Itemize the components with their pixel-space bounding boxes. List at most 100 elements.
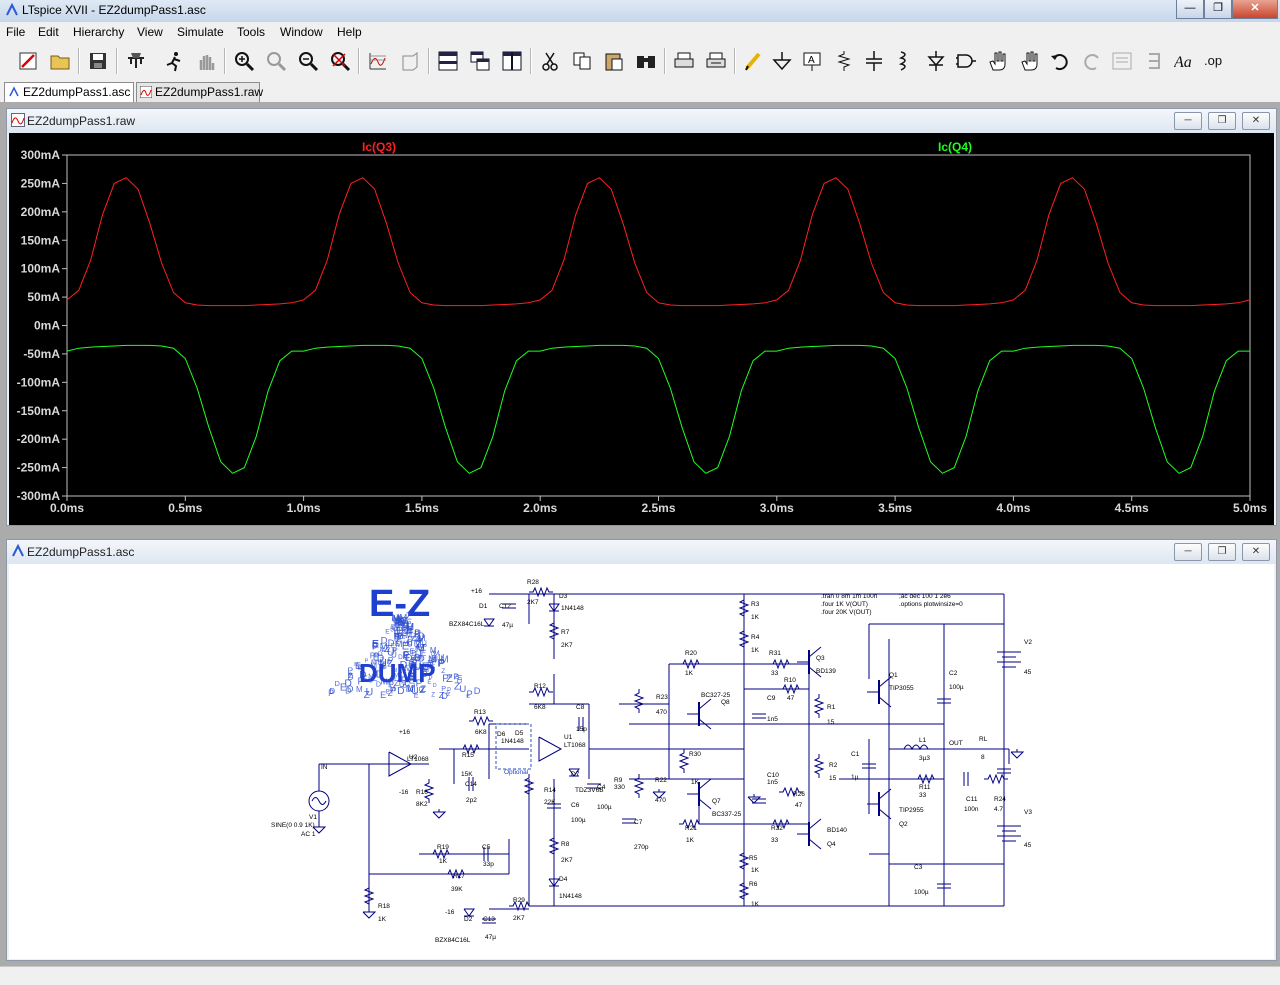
component-label: 8K2 — [416, 801, 428, 808]
undo-icon[interactable] — [1046, 46, 1074, 76]
menu-simulate[interactable]: Simulate — [177, 25, 224, 39]
pan-icon[interactable] — [262, 46, 290, 76]
menu-file[interactable]: File — [6, 25, 26, 39]
menu-edit[interactable]: Edit — [38, 25, 59, 39]
component-label: +16 — [471, 588, 482, 595]
logo-glyph: P — [467, 689, 473, 699]
logo-glyph: Z — [413, 633, 417, 639]
logo-glyph: U — [387, 647, 395, 658]
text-icon[interactable]: Aa — [1172, 46, 1200, 76]
component-label: 1N4148 — [559, 893, 582, 900]
control-panel-icon[interactable] — [122, 46, 150, 76]
component-label: 45 — [1024, 842, 1032, 849]
new-schematic-icon[interactable] — [14, 46, 42, 76]
diode-icon[interactable] — [922, 46, 950, 76]
logo-glyph: E — [409, 676, 416, 687]
drag-icon[interactable] — [1016, 46, 1044, 76]
wire — [548, 619, 560, 643]
logo-glyph: P — [401, 675, 408, 686]
print-icon[interactable] — [670, 46, 698, 76]
logo-glyph: U — [368, 677, 373, 685]
move-icon[interactable] — [984, 46, 1012, 76]
logo-glyph: D — [418, 654, 425, 665]
wire — [463, 908, 475, 917]
halt-icon[interactable] — [192, 46, 220, 76]
component-icon[interactable] — [952, 46, 980, 76]
logo-glyph: Z — [441, 668, 445, 675]
print-setup-icon[interactable] — [702, 46, 730, 76]
component-label: 470 — [655, 797, 666, 804]
redo-icon[interactable] — [1078, 46, 1106, 76]
rotate-icon[interactable] — [1108, 46, 1136, 76]
menu-window[interactable]: Window — [280, 25, 323, 39]
y-tick-label: -50mA — [23, 347, 60, 361]
zoom-out-icon[interactable] — [294, 46, 322, 76]
cascade-icon[interactable] — [466, 46, 494, 76]
spice-directive: .options plotwinsize=0 — [899, 601, 963, 608]
logo-glyph: Z — [406, 611, 412, 622]
wire — [808, 818, 822, 830]
inductor-icon[interactable] — [890, 46, 918, 76]
logo-glyph: Z — [421, 684, 427, 694]
resistor-icon[interactable] — [830, 46, 858, 76]
menu-view[interactable]: View — [137, 25, 163, 39]
logo-glyph: P — [370, 650, 376, 660]
restore-button[interactable]: ❐ — [1208, 112, 1236, 130]
wire — [548, 603, 560, 612]
component-label: L1 — [919, 737, 927, 744]
tab-label: EZ2dumpPass1.raw — [155, 85, 264, 99]
tile-vertical-icon[interactable] — [498, 46, 526, 76]
close-button[interactable]: ✕ — [1242, 543, 1270, 561]
cut-icon[interactable] — [536, 46, 564, 76]
component-label: TIP3055 — [889, 685, 914, 692]
capacitor-icon[interactable] — [860, 46, 888, 76]
autorange-icon[interactable] — [364, 46, 392, 76]
logo-glyph: P — [409, 659, 415, 669]
open-icon[interactable] — [46, 46, 74, 76]
menu-hierarchy[interactable]: Hierarchy — [73, 25, 125, 39]
logo-glyph: E — [340, 682, 347, 693]
logo-glyph: M — [370, 661, 377, 670]
logo-glyph: Z — [415, 639, 422, 651]
logo-glyph: Z — [380, 657, 384, 664]
tab-schematic[interactable]: EZ2dumpPass1.asc — [4, 82, 134, 102]
logo-glyph: D — [441, 691, 448, 701]
restore-button[interactable]: ❐ — [1204, 0, 1232, 19]
menu-tools[interactable]: Tools — [237, 25, 266, 39]
component-label: 1K — [751, 614, 760, 621]
draw-wire-icon[interactable] — [740, 46, 768, 76]
x-tick-label: 0.5ms — [168, 501, 202, 515]
label-net-icon[interactable]: A — [798, 46, 826, 76]
zoom-in-icon[interactable] — [230, 46, 258, 76]
tab-label: EZ2dumpPass1.asc — [23, 85, 131, 99]
spice-directive-icon[interactable]: .op — [1202, 46, 1230, 76]
close-button[interactable]: ✕ — [1242, 112, 1270, 130]
wire — [429, 848, 453, 860]
wire — [738, 849, 750, 873]
tab-waveform[interactable]: EZ2dumpPass1.raw — [136, 82, 264, 102]
copy-icon[interactable] — [568, 46, 596, 76]
component-label: 3µ3 — [919, 755, 930, 762]
run-icon[interactable] — [160, 46, 188, 76]
close-button[interactable]: ✕ — [1232, 0, 1278, 19]
paste-icon[interactable] — [600, 46, 628, 76]
save-icon[interactable] — [84, 46, 112, 76]
restore-button[interactable]: ❐ — [1208, 543, 1236, 561]
zoom-fit-icon[interactable] — [326, 46, 354, 76]
component-label: OUT — [949, 740, 963, 747]
find-icon[interactable] — [632, 46, 660, 76]
minimize-button[interactable]: ─ — [1174, 112, 1202, 130]
mirror-icon[interactable] — [1140, 46, 1168, 76]
minimize-button[interactable]: — — [1176, 0, 1204, 19]
component-label: R31 — [769, 650, 781, 657]
minimize-button[interactable]: ─ — [1174, 543, 1202, 561]
tile-horizontal-icon[interactable] — [434, 46, 462, 76]
ground-icon[interactable] — [768, 46, 796, 76]
mark-unused-icon[interactable] — [396, 46, 424, 76]
logo-glyph: Z — [396, 634, 402, 645]
menu-help[interactable]: Help — [337, 25, 362, 39]
